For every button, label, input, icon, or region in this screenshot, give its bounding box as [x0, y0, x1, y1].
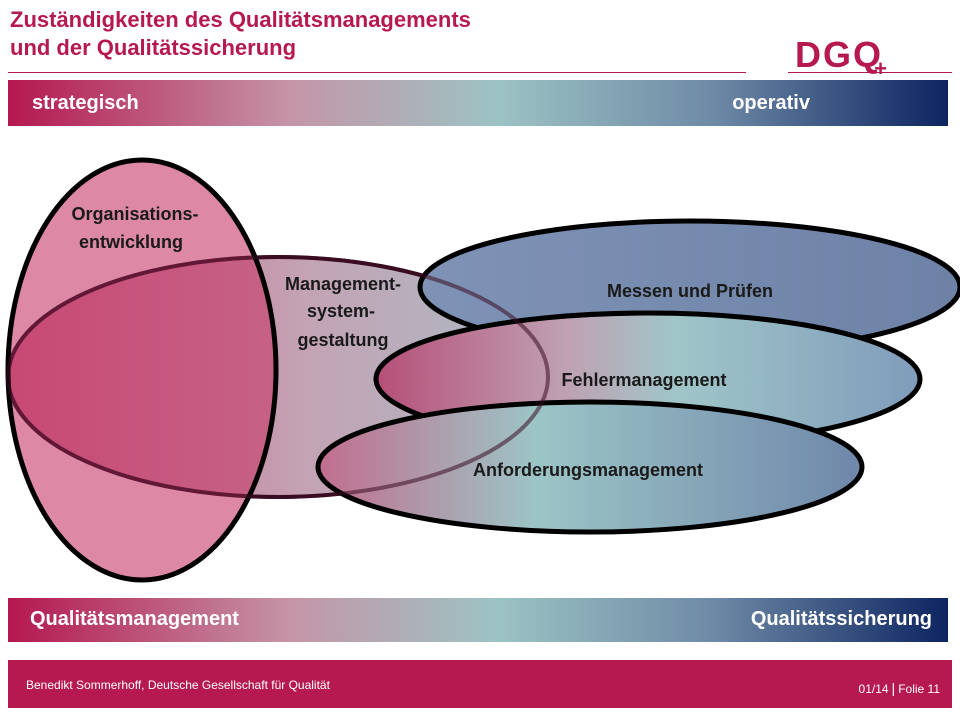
footer-date: 01/14: [858, 682, 889, 696]
quality-management-label: Qualitätsmanagement: [30, 608, 239, 630]
org-label-line-1: Organisations-: [71, 204, 198, 224]
dgq-logo: DGQ+: [795, 34, 890, 81]
measure-label: Messen und Prüfen: [607, 281, 773, 301]
error-mgmt-label: Fehlermanagement: [561, 370, 726, 390]
quality-axis-band: Qualitätsmanagement Qualitätssicherung: [8, 598, 948, 642]
mgmt-label-line-3: gestaltung: [297, 330, 388, 350]
footer-separator: |: [891, 680, 896, 696]
slide-footer: Benedikt Sommerhoff, Deutsche Gesellscha…: [8, 660, 952, 708]
mgmt-label-line-1: Management-: [285, 274, 401, 294]
title-divider: [8, 72, 746, 73]
footer-author: Benedikt Sommerhoff, Deutsche Gesellscha…: [26, 678, 330, 692]
strategic-label: strategisch: [32, 92, 139, 114]
responsibility-diagram: Organisations- entwicklung Management- s…: [5, 157, 960, 583]
slide-title: Zuständigkeiten des Qualitätsmanagements…: [10, 6, 750, 62]
logo-text: DG: [795, 34, 853, 75]
logo-q-letter: Q+: [853, 34, 890, 81]
mgmt-label-line-2: system-: [307, 301, 375, 321]
operative-label: operativ: [732, 92, 810, 114]
logo-divider: [788, 72, 952, 73]
requirements-label: Anforderungsmanagement: [473, 460, 703, 480]
quality-assurance-label: Qualitätssicherung: [750, 608, 932, 630]
footer-page-info: 01/14|Folie 11: [859, 680, 940, 696]
footer-slide-number: Folie 11: [898, 682, 940, 696]
slide-title-line-1: Zuständigkeiten des Qualitätsmanagements: [10, 7, 471, 32]
requirements-management-ellipse: [315, 399, 865, 535]
strategy-axis-band: strategisch operativ: [8, 80, 948, 126]
org-label-line-2: entwicklung: [79, 232, 183, 252]
slide-title-line-2: und der Qualitätssicherung: [10, 35, 297, 60]
logo-plus-icon: +: [874, 56, 890, 81]
management-system-outline: [6, 255, 550, 499]
